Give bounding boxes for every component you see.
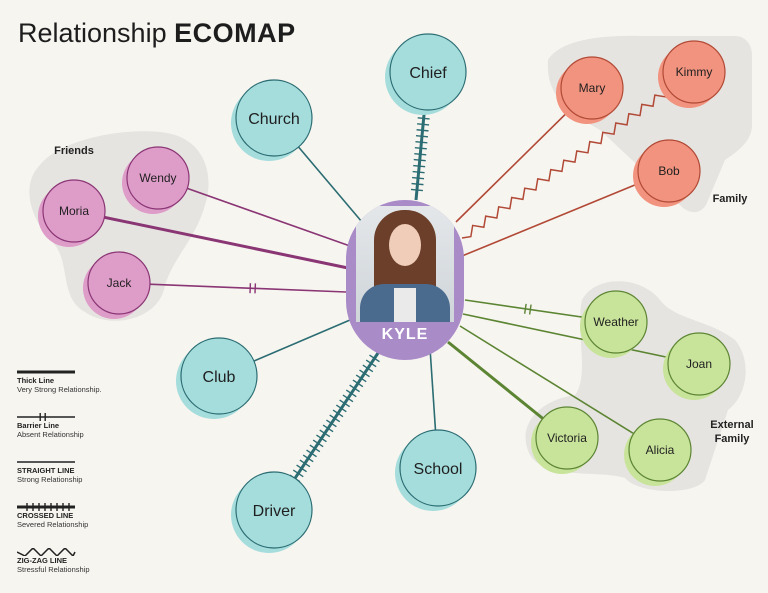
- link-chief-tick: [417, 124, 429, 125]
- link-chief-tick: [411, 189, 423, 190]
- legend-crossed: CROSSED LINE Severed Relationship: [17, 503, 137, 548]
- legend-crossed-sample: [17, 503, 77, 511]
- group-label-external: External Family: [700, 418, 764, 446]
- link-chief-tick: [417, 130, 429, 131]
- legend-straight: STRAIGHT LINE Strong Relationship: [17, 458, 137, 503]
- node-school: School: [395, 430, 476, 511]
- legend-title: Thick Line: [17, 376, 54, 385]
- link-chief-tick: [415, 148, 427, 149]
- legend-desc: Absent Relationship: [17, 430, 84, 439]
- link-chief-tick: [413, 172, 425, 173]
- legend-title: Barrier Line: [17, 421, 59, 430]
- legend-title: STRAIGHT LINE: [17, 466, 75, 475]
- group-label-family: Family: [704, 192, 756, 206]
- title-light: Relationship: [18, 18, 167, 48]
- node-label: Kimmy: [676, 65, 713, 79]
- link-chief-tick: [412, 184, 424, 185]
- legend-thick-sample: [17, 368, 77, 376]
- photo-face: [389, 224, 421, 266]
- link-weather-bar: [525, 304, 526, 314]
- node-label: Joan: [686, 357, 712, 371]
- node-label: Club: [203, 369, 236, 386]
- legend-straight-sample: [17, 458, 77, 466]
- node-label: Victoria: [547, 431, 587, 445]
- node-label: School: [414, 461, 463, 478]
- legend-zigzag-sample: [17, 548, 77, 556]
- group-label-friends: Friends: [48, 144, 100, 158]
- legend-sample-zigzag: [17, 548, 75, 556]
- link-chief-tick: [415, 142, 427, 143]
- link-weather-bar: [530, 305, 531, 315]
- legend-zigzag: ZIG-ZAG LINE Stressful Relationship: [17, 548, 137, 593]
- node-label: Mary: [579, 81, 606, 95]
- legend-sample-crossed: [17, 503, 75, 511]
- link-chief-tick: [416, 136, 428, 137]
- link-chief-tick: [413, 166, 425, 167]
- family-label: Family: [713, 193, 748, 205]
- node-label: Church: [248, 111, 300, 128]
- node-label: Chief: [409, 65, 447, 82]
- legend-barrier: Barrier Line Absent Relationship: [17, 413, 137, 458]
- node-label: Driver: [253, 503, 296, 520]
- legend: Thick Line Very Strong Relationship. Bar…: [17, 368, 137, 593]
- photo-shirt-inner: [394, 288, 416, 322]
- node-driver: Driver: [231, 472, 312, 553]
- node-chief: Chief: [385, 34, 466, 115]
- center-person-kyle: KYLE: [346, 200, 464, 360]
- link-chief-tick: [418, 118, 430, 119]
- center-name: KYLE: [346, 326, 464, 344]
- node-label: Jack: [107, 276, 133, 290]
- node-label: Bob: [658, 164, 680, 178]
- legend-title: ZIG-ZAG LINE: [17, 556, 67, 565]
- legend-desc: Very Strong Relationship.: [17, 385, 102, 394]
- page-title: Relationship ECOMAP: [18, 18, 296, 49]
- legend-desc: Strong Relationship: [17, 475, 82, 484]
- link-chief-tick: [414, 160, 426, 161]
- node-club: Club: [176, 338, 257, 419]
- profile-photo: [356, 206, 454, 322]
- title-bold: ECOMAP: [174, 18, 296, 48]
- node-label: Wendy: [139, 171, 176, 185]
- external-label-line2: Family: [700, 432, 764, 446]
- legend-thick: Thick Line Very Strong Relationship.: [17, 368, 137, 413]
- legend-barrier-sample: [17, 413, 77, 421]
- legend-desc: Stressful Relationship: [17, 565, 90, 574]
- link-chief-tick: [412, 178, 424, 179]
- legend-sample-barrier: [17, 413, 75, 421]
- friends-label: Friends: [54, 145, 94, 157]
- legend-sample-zigzag-path: [17, 548, 75, 556]
- external-label-line1: External: [700, 418, 764, 432]
- node-label: Alicia: [646, 443, 675, 457]
- node-label: Weather: [593, 315, 638, 329]
- legend-title: CROSSED LINE: [17, 511, 73, 520]
- link-chief-tick: [414, 154, 426, 155]
- node-label: Moria: [59, 204, 89, 218]
- legend-desc: Severed Relationship: [17, 520, 88, 529]
